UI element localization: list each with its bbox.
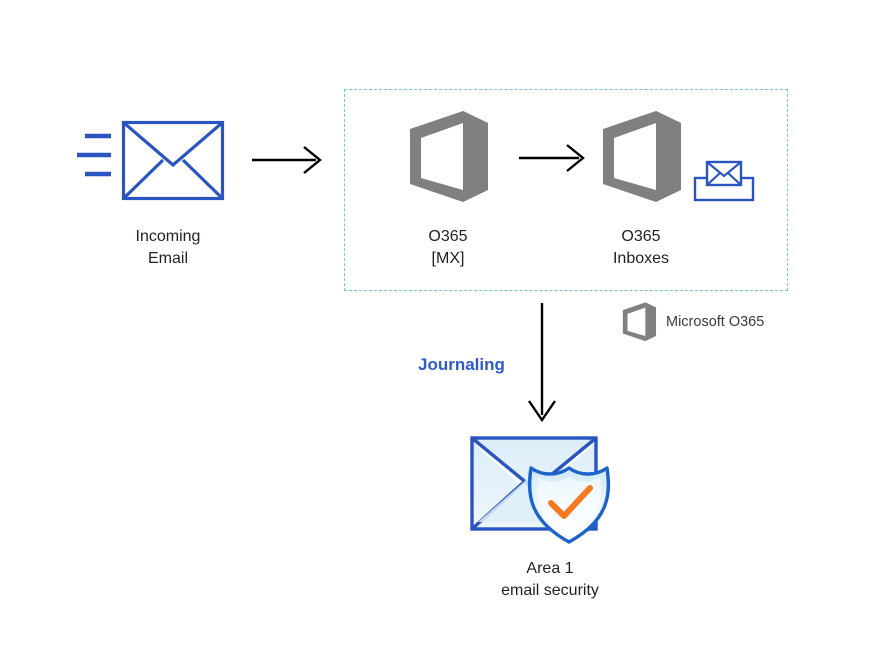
arrow-right-icon [252, 146, 322, 174]
check-icon [548, 485, 593, 519]
envelope-with-motion-lines-icon [77, 120, 225, 201]
o365-top-band [656, 111, 681, 123]
arrow-head [303, 146, 322, 174]
o365-inboxes-node [600, 110, 682, 204]
tray-envelope-flap [706, 161, 742, 178]
inbox-tray-envelope-icon [693, 160, 755, 202]
tray-envelope-creases [706, 172, 742, 186]
o365-mx-label: O365 [MX] [428, 228, 468, 267]
area1-email-security-node [468, 432, 632, 548]
office365-logo-icon [410, 111, 488, 202]
o365-left-wing [410, 111, 463, 202]
o365-spine [463, 121, 470, 192]
o365-inner-door [630, 309, 647, 335]
o365-inner-door [620, 128, 658, 186]
o365-spine [645, 306, 649, 337]
office365-logo-icon [622, 302, 657, 342]
area1-email-security-label: Area 1 email security [501, 560, 599, 599]
envelope-shield-check-icon [470, 436, 611, 544]
o365-left-wing [622, 302, 646, 342]
inbox-tray-envelope-node [693, 158, 755, 204]
o365-mx-node [407, 110, 489, 204]
o365-inner-door [427, 128, 465, 186]
arrow-right-icon [519, 144, 585, 172]
arrow-head [566, 144, 585, 172]
legend-o365-label: Microsoft O365 [666, 314, 765, 330]
office365-logo-icon [603, 111, 681, 202]
arrow-inboxes-to-area1 [526, 303, 560, 425]
envelope-creases [122, 158, 224, 200]
arrow-incoming-to-mx [252, 145, 324, 175]
journaling-edge-label: Journaling [418, 355, 505, 374]
arrow-down-icon [528, 303, 556, 423]
o365-inboxes-label: O365 Inboxes [612, 228, 670, 267]
o365-top-band [463, 111, 488, 123]
o365-top-band [645, 302, 657, 308]
legend-o365 [620, 302, 658, 342]
arrow-mx-to-inboxes [519, 143, 587, 173]
envelope-flap [122, 121, 224, 168]
incoming-email-label: Incoming Email [135, 228, 201, 267]
o365-boundary-box [344, 89, 788, 291]
o365-spine [656, 121, 663, 192]
incoming-email-node [76, 118, 226, 210]
arrow-head [528, 400, 556, 423]
o365-left-wing [603, 111, 656, 202]
